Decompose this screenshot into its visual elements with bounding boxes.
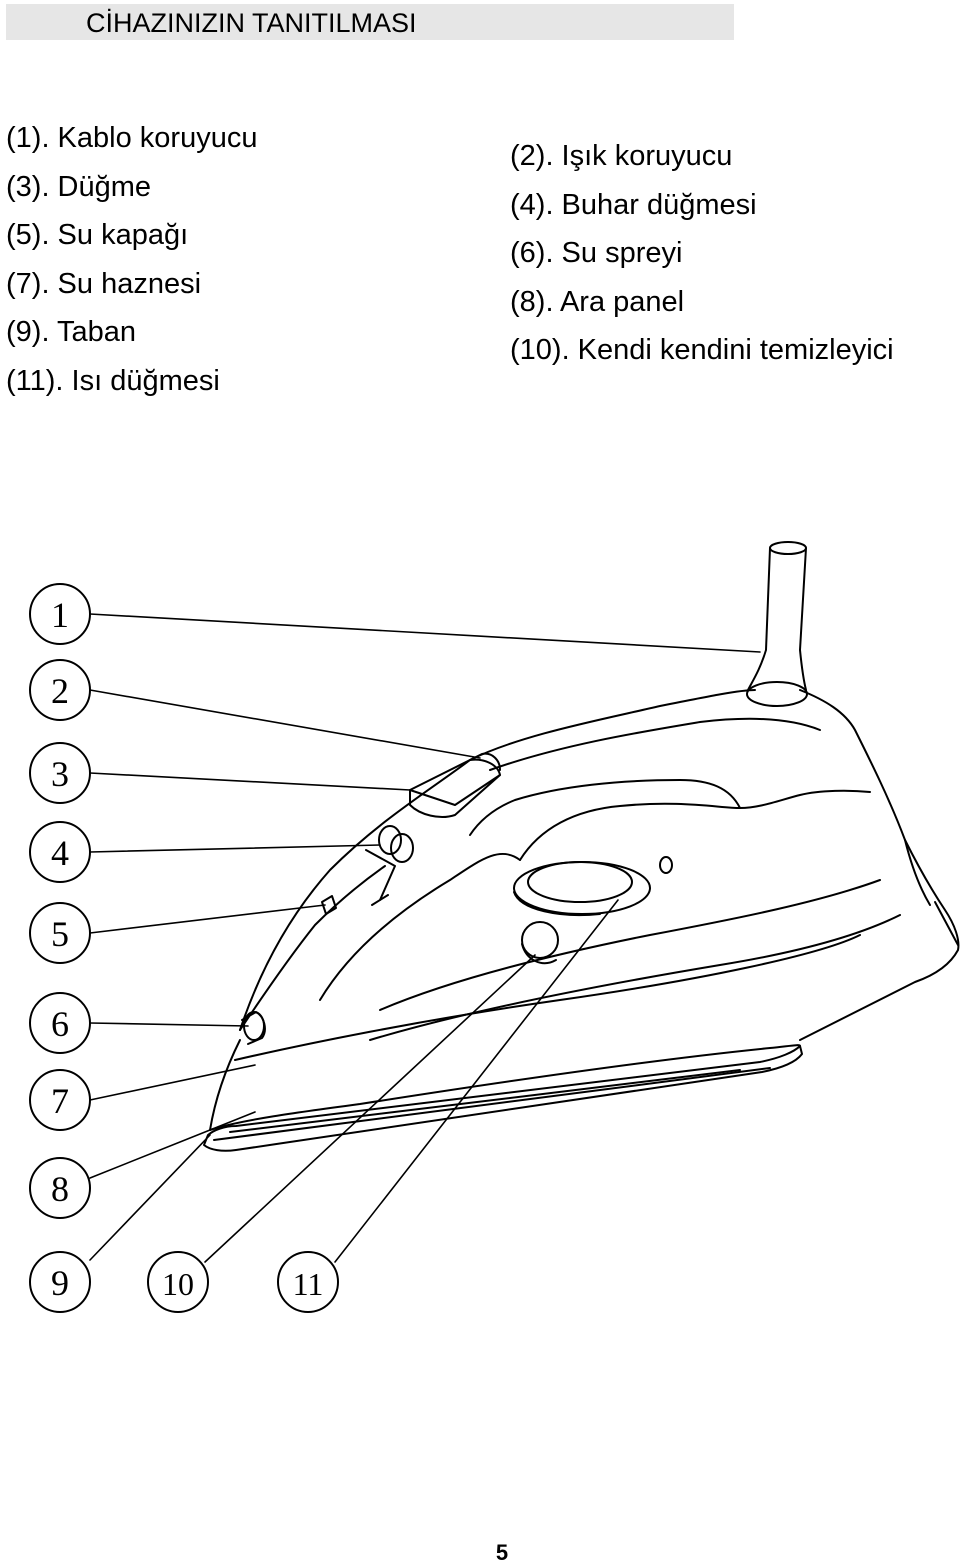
soleplate-drawing — [203, 1045, 803, 1152]
part-item: (2). Işık koruyucu — [510, 140, 733, 172]
part-item: (11). Isı düğmesi — [6, 364, 220, 397]
part-item: (5). Su kapağı — [6, 219, 189, 252]
callout-label: 7 — [51, 1081, 69, 1121]
callout-4: 4 — [29, 821, 91, 883]
callout-label: 5 — [51, 914, 69, 954]
part-item: (3). Düğme — [6, 170, 152, 203]
callout-label: 6 — [51, 1004, 69, 1044]
callout-2: 2 — [29, 659, 91, 721]
temperature-dial-drawing — [513, 856, 673, 916]
water-tank-drawing — [209, 865, 861, 1131]
cord-guard-drawing — [746, 541, 808, 707]
self-clean-button-drawing — [521, 921, 559, 965]
page-title: CİHAZINIZIN TANITILMASI — [86, 8, 417, 38]
leader-lines — [89, 613, 761, 1263]
callout-5: 5 — [29, 902, 91, 964]
callout-label: 10 — [162, 1266, 194, 1302]
callout-label: 8 — [51, 1169, 69, 1209]
callout-7: 7 — [29, 1069, 91, 1131]
iron-body-drawing — [239, 689, 960, 1041]
callout-label: 3 — [51, 754, 69, 794]
section-header: CİHAZINIZIN TANITILMASI — [6, 4, 734, 40]
part-item: (8). Ara panel — [510, 285, 685, 318]
parts-list-right: (2). Işık koruyucu (4). Buhar düğmesi (6… — [510, 132, 894, 375]
callout-8: 8 — [29, 1157, 91, 1219]
part-item: (9). Taban — [6, 316, 137, 349]
callout-label: 1 — [51, 595, 69, 635]
callout-label: 11 — [293, 1266, 324, 1302]
iron-diagram: 1 2 3 4 5 6 7 8 — [29, 541, 960, 1313]
part-item: (4). Buhar düğmesi — [510, 188, 757, 221]
callout-label: 2 — [51, 671, 69, 711]
callout-6: 6 — [29, 992, 91, 1054]
callout-9: 9 — [29, 1251, 91, 1313]
part-item: (10). Kendi kendini temizleyici — [510, 334, 894, 367]
page-number: 5 — [495, 1540, 509, 1565]
callout-1: 1 — [29, 583, 91, 645]
callout-11: 11 — [277, 1251, 339, 1313]
callout-10: 10 — [147, 1251, 209, 1313]
callout-3: 3 — [29, 742, 91, 804]
callout-label: 9 — [51, 1263, 69, 1303]
parts-list-left: (1). Kablo koruyucu (3). Düğme (5). Su k… — [6, 114, 257, 406]
part-item: (6). Su spreyi — [510, 237, 683, 270]
part-item: (1). Kablo koruyucu — [6, 122, 258, 154]
steam-button-drawing — [365, 825, 414, 906]
part-item: (7). Su haznesi — [6, 267, 202, 300]
callouts: 1 2 3 4 5 6 7 8 — [29, 583, 339, 1313]
light-guard-drawing — [409, 752, 501, 818]
callout-label: 4 — [51, 833, 69, 873]
